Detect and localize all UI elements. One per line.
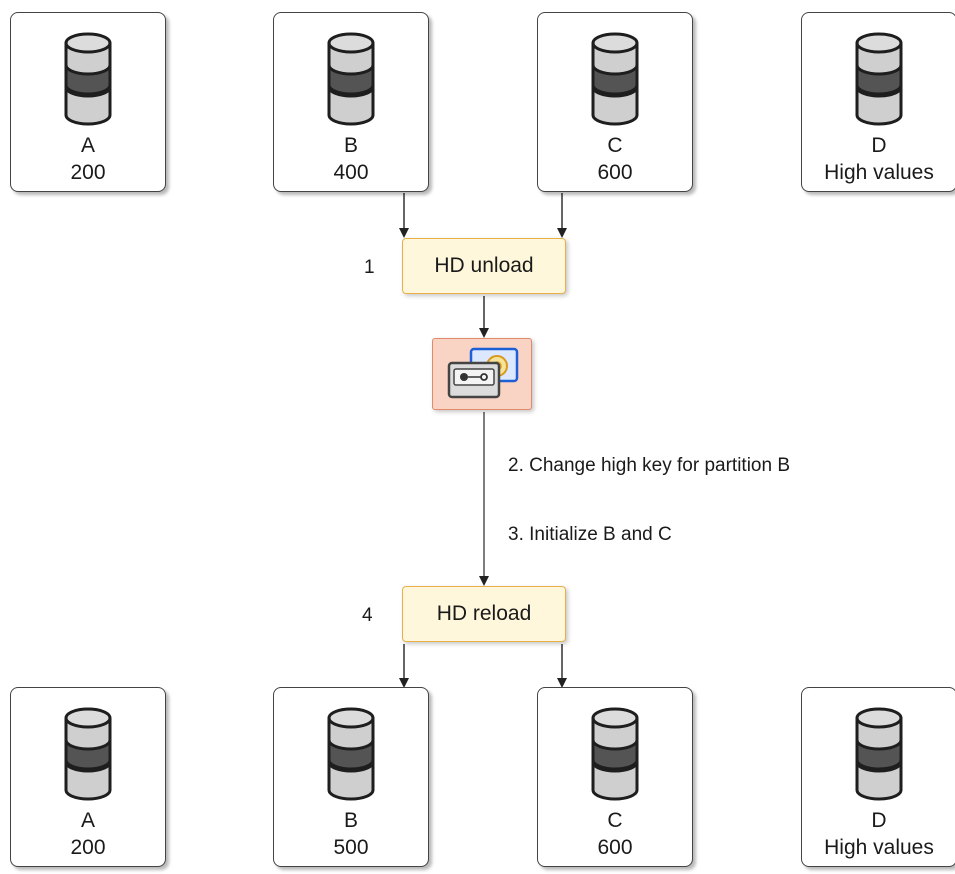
partition-value: High values [824, 836, 934, 859]
dataset-node [432, 338, 532, 410]
tape-dataset-icon [447, 347, 519, 399]
partition-value: 600 [597, 161, 633, 184]
database-cylinder-icon [591, 707, 639, 801]
database-cylinder-icon [591, 32, 639, 126]
partition-value: 200 [70, 836, 106, 859]
bottom-partition-a: A 200 [10, 687, 166, 867]
top-partition-a: A 200 [10, 12, 166, 192]
database-cylinder-icon [64, 707, 112, 801]
top-partition-d: D High values [801, 12, 955, 192]
partition-name: D [871, 809, 887, 832]
partition-value: 400 [333, 161, 369, 184]
top-partition-b: B 400 [273, 12, 429, 192]
partition-name: D [871, 134, 887, 157]
top-partition-c: C 600 [537, 12, 693, 192]
partition-name: A [80, 809, 95, 832]
partition-value: 200 [70, 161, 106, 184]
database-cylinder-icon [855, 32, 903, 126]
step2-note: 2. Change high key for partition B [508, 455, 791, 476]
bottom-partition-c: C 600 [537, 687, 693, 867]
database-cylinder-icon [327, 707, 375, 801]
partition-name: A [80, 134, 95, 157]
bottom-partition-b: B 500 [273, 687, 429, 867]
partition-value: 500 [333, 836, 369, 859]
bottom-partition-d: D High values [801, 687, 955, 867]
hd-reload-step: HD reload [402, 586, 566, 642]
partition-name: B [343, 134, 358, 157]
reload-step-number: 4 [362, 605, 373, 626]
partition-value: High values [824, 161, 934, 184]
database-cylinder-icon [64, 32, 112, 126]
database-cylinder-icon [327, 32, 375, 126]
hd-unload-step: HD unload [402, 238, 566, 294]
unload-step-number: 1 [364, 257, 375, 278]
database-cylinder-icon [855, 707, 903, 801]
partition-value: 600 [597, 836, 633, 859]
partition-name: C [607, 134, 623, 157]
partition-name: B [343, 809, 358, 832]
partition-name: C [607, 809, 623, 832]
step3-note: 3. Initialize B and C [508, 524, 672, 545]
